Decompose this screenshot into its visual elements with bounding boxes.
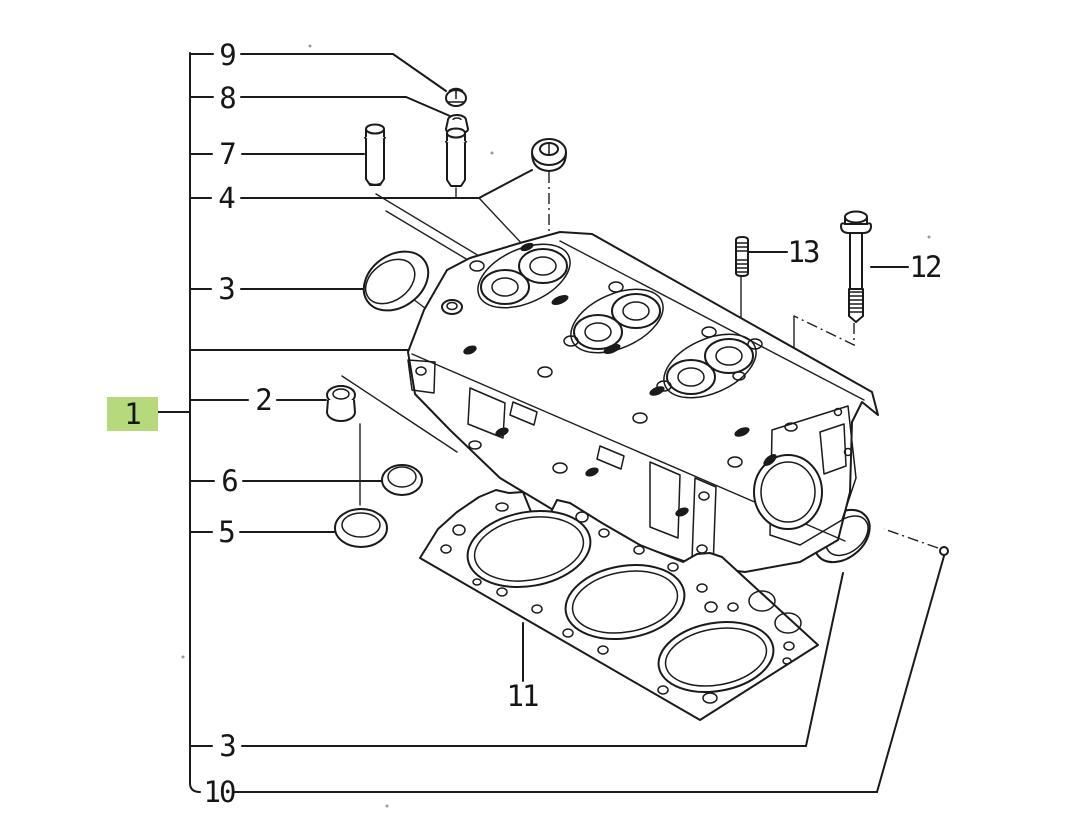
head-gasket-drawing <box>419 489 819 721</box>
head-right-face <box>753 405 857 546</box>
head-shading <box>463 242 777 517</box>
callout-label-7-2: 7 <box>219 137 235 171</box>
leader-10-centerline <box>883 528 939 549</box>
callout-label-9-0: 9 <box>219 38 235 72</box>
callout-label-11-9: 11 <box>507 679 538 713</box>
leader-2-install <box>341 375 458 453</box>
head-valve-pockets <box>477 243 757 399</box>
callout-label-10-11: 10 <box>204 775 235 809</box>
part-9-valve-keeper <box>445 87 467 107</box>
valve-axis-line-b <box>385 210 469 261</box>
head-bolt-holes <box>469 260 798 468</box>
part-2-bushing <box>326 385 356 422</box>
leader-8 <box>240 96 451 117</box>
part-5-seal-ring <box>334 508 388 548</box>
leader-4 <box>240 169 533 199</box>
part-4-valve-guide <box>445 127 467 187</box>
part-12-bolt <box>840 210 872 323</box>
head-rear-edge-inner <box>559 240 865 401</box>
callout-label-4-3: 4 <box>218 181 235 215</box>
part-3-cap-top <box>362 250 430 312</box>
leader-9 <box>240 53 447 92</box>
callout-label-5-8: 5 <box>218 515 234 549</box>
callout-label-12-13: 12 <box>910 250 941 284</box>
callout-label-2-6: 2 <box>255 383 270 417</box>
leader-3-bottom <box>241 572 844 747</box>
callout-label-6-7: 6 <box>221 464 237 498</box>
leader-10-endpoint <box>939 546 949 556</box>
callout-label-1-5: 1 <box>124 397 140 431</box>
callout-label-3-4: 3 <box>218 272 234 306</box>
callout-highlight-1 <box>107 397 158 431</box>
callout-label-3-10: 3 <box>219 729 235 763</box>
callout-label-8-1: 8 <box>219 81 235 115</box>
callout-label-13-12: 13 <box>788 235 819 269</box>
part-7-valve-guide <box>364 123 386 186</box>
part-13-stud <box>735 236 749 277</box>
part-6-seal-ring <box>381 464 423 496</box>
leader-10 <box>232 555 945 793</box>
gasket-holes <box>440 502 802 704</box>
callout-bracket <box>157 52 249 793</box>
part-4-tappet-bush <box>531 138 567 172</box>
print-noise <box>181 44 931 808</box>
gasket-cylinder-bores <box>466 510 775 693</box>
leader-12-centerline <box>793 315 855 347</box>
